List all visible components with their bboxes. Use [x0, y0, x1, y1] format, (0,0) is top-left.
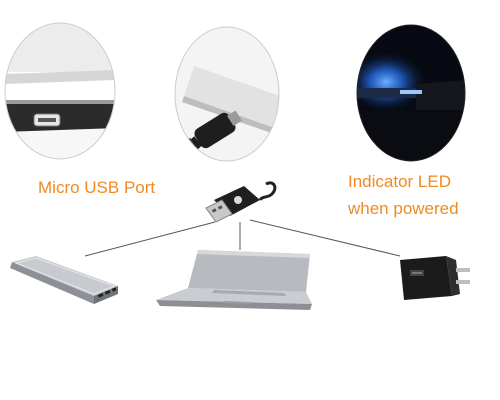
- laptop-icon: [154, 248, 314, 320]
- indicator-led-closeup-icon: [356, 24, 466, 162]
- line-to-power-bank: [84, 221, 216, 257]
- indicator-led-label-line2: when powered: [348, 199, 459, 218]
- power-bank-icon: [6, 252, 122, 312]
- micro-usb-port-label: Micro USB Port: [38, 178, 156, 197]
- usb-a-connector-icon: [204, 178, 280, 230]
- wall-charger-icon: [396, 252, 472, 304]
- line-to-charger: [249, 219, 401, 257]
- indicator-led-label-line1: Indicator LED: [348, 172, 451, 191]
- cable-plug-closeup-icon: [174, 26, 280, 162]
- micro-usb-port-closeup-icon: [4, 22, 116, 160]
